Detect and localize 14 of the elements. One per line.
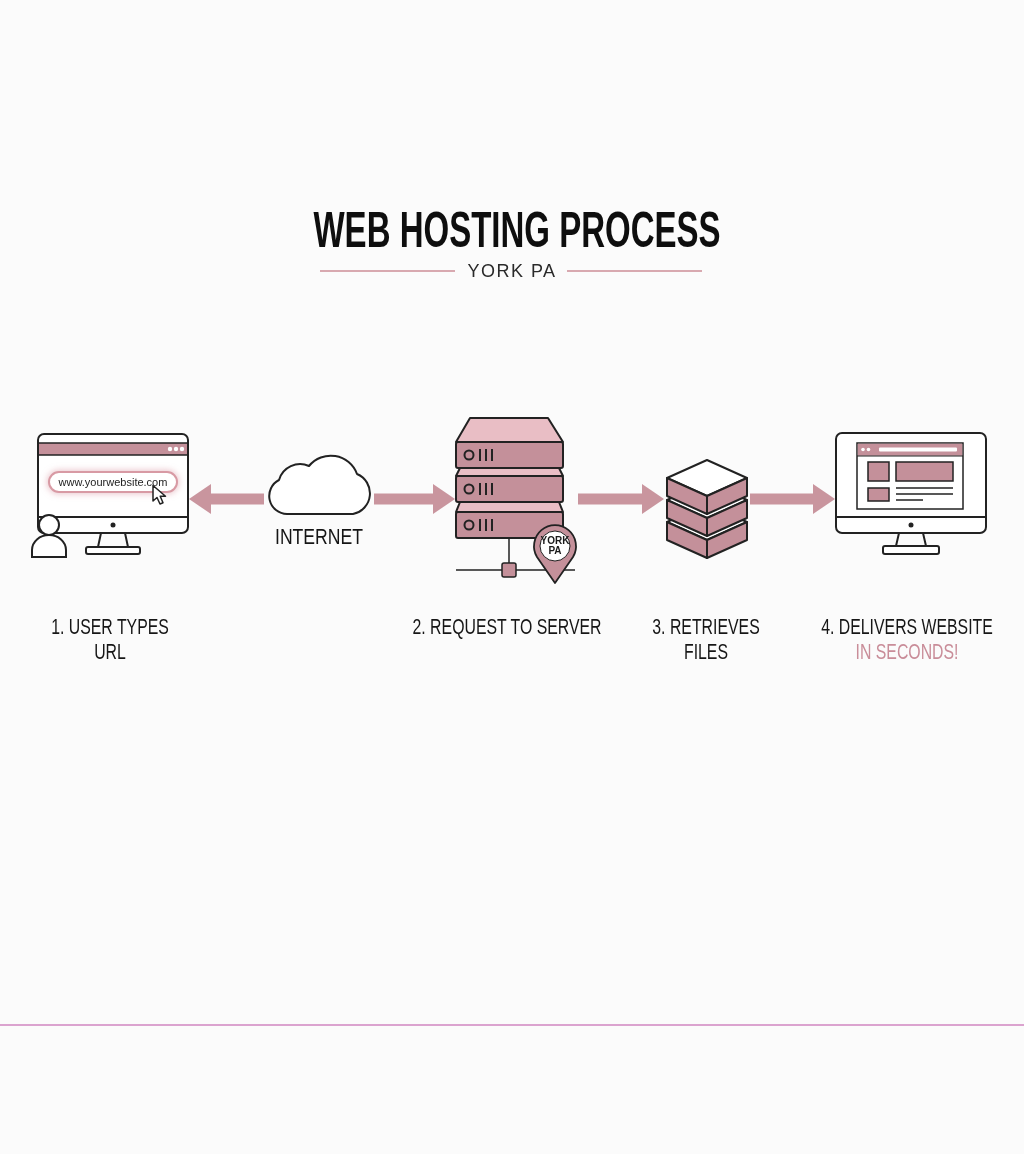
title: WEB HOSTING PROCESS bbox=[312, 202, 722, 258]
address-bar: www.yourwebsite.com bbox=[48, 471, 178, 493]
step-caption: 4. DELIVERS WEBSITE bbox=[820, 614, 994, 639]
step-caption: 2. REQUEST TO SERVER bbox=[411, 614, 603, 639]
step-caption: IN SECONDS! bbox=[854, 639, 960, 664]
arrow bbox=[189, 484, 264, 514]
arrow bbox=[578, 484, 664, 514]
subtitle: YORK PA bbox=[466, 261, 558, 281]
node-label: INTERNET bbox=[274, 524, 364, 549]
arrow bbox=[750, 484, 835, 514]
pin-label: YORK PA bbox=[539, 536, 571, 556]
step-caption: 1. USER TYPES URL bbox=[50, 614, 170, 664]
arrow bbox=[374, 484, 455, 514]
step-caption: 3. RETRIEVES FILES bbox=[651, 614, 761, 664]
